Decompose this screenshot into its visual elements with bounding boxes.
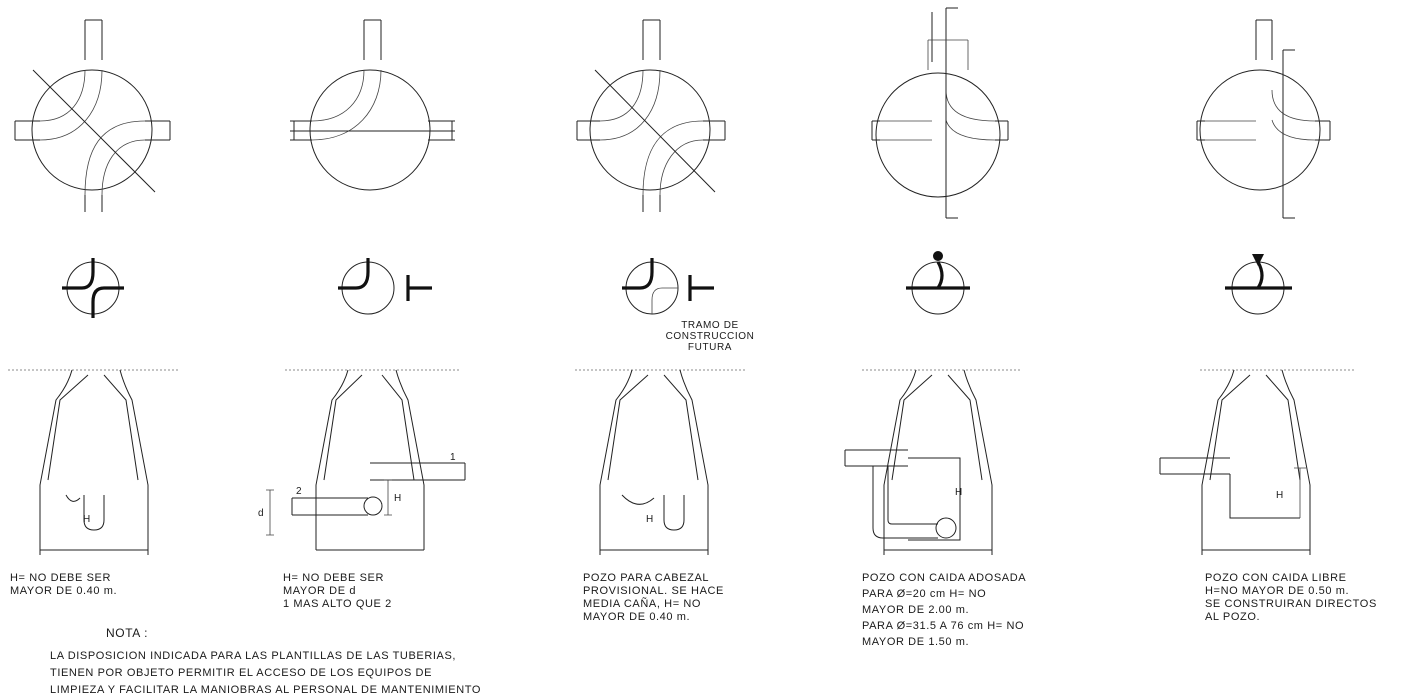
- nota-block: NOTA : LA DISPOSICION INDICADA PARA LAS …: [50, 626, 481, 696]
- nota-line-2: TIENEN POR OBJETO PERMITIR EL ACCESO DE …: [50, 667, 432, 679]
- case5-section-view: H: [1159, 369, 1355, 555]
- case1-caption-line-2: MAYOR DE 0.40 m.: [10, 585, 117, 597]
- case5-caption-line-2: H=NO MAYOR DE 0.50 m.: [1205, 585, 1349, 597]
- case5-caption-line-4: AL POZO.: [1205, 611, 1260, 623]
- tramo-line-1: TRAMO DE: [681, 320, 739, 331]
- case5-caption-line-1: POZO CON CAIDA LIBRE: [1205, 572, 1347, 584]
- case3-caption: POZO PARA CABEZAL PROVISIONAL. SE HACE M…: [583, 572, 724, 623]
- case2-caption-line-1: H= NO DEBE SER: [283, 572, 384, 584]
- case4-symbol: [906, 251, 970, 315]
- case2-mark-1: 1: [450, 452, 456, 463]
- case3-h-mark: H: [646, 514, 654, 525]
- case4-section-view: H: [844, 369, 1020, 555]
- case3-caption-line-3: MEDIA CAÑA, H= NO: [583, 597, 701, 610]
- case5-caption-line-3: SE CONSTRUIRAN DIRECTOS: [1205, 598, 1377, 610]
- case2-mark-h: H: [394, 493, 402, 504]
- case4-h-mark: H: [955, 487, 963, 498]
- case3-symbol: TRAMO DE CONSTRUCCION FUTURA: [622, 258, 754, 353]
- case5-h-mark: H: [1276, 490, 1284, 501]
- nota-title: NOTA :: [106, 626, 148, 640]
- tramo-line-3: FUTURA: [688, 342, 732, 353]
- tramo-line-2: CONSTRUCCION: [666, 331, 755, 342]
- case3-section-view: H: [575, 369, 745, 555]
- case2-caption: H= NO DEBE SER MAYOR DE d 1 MAS ALTO QUE…: [283, 572, 392, 610]
- case1-section-view: H: [8, 369, 180, 555]
- case2-mark-2: 2: [296, 486, 302, 497]
- case3-plan-view: [576, 19, 726, 212]
- nota-line-3: LIMPIEZA Y FACILITAR LA MANIOBRAS AL PER…: [50, 684, 481, 696]
- case3-caption-line-1: POZO PARA CABEZAL: [583, 572, 709, 584]
- case2-plan-view: [290, 19, 455, 191]
- case2-caption-line-2: MAYOR DE d: [283, 585, 356, 597]
- case1-caption: H= NO DEBE SER MAYOR DE 0.40 m.: [10, 572, 117, 597]
- case4-caption-line-5: MAYOR DE 1.50 m.: [862, 636, 969, 648]
- case1-symbol: [62, 258, 124, 318]
- case3-caption-line-4: MAYOR DE 0.40 m.: [583, 611, 690, 623]
- case4-caption-line-4: PARA Ø=31.5 A 76 cm H= NO: [862, 620, 1024, 632]
- case4-caption-line-2: PARA Ø=20 cm H= NO: [862, 588, 986, 600]
- case1-h-mark: H: [83, 514, 91, 525]
- case3-caption-line-2: PROVISIONAL. SE HACE: [583, 585, 724, 597]
- case2-section-view: 1 2 H d: [258, 369, 466, 551]
- case4-caption-line-1: POZO CON CAIDA ADOSADA: [862, 572, 1026, 584]
- case1-plan-view: [14, 19, 171, 212]
- nota-line-1: LA DISPOSICION INDICADA PARA LAS PLANTIL…: [50, 650, 456, 662]
- case4-caption: POZO CON CAIDA ADOSADA PARA Ø=20 cm H= N…: [862, 572, 1026, 648]
- case2-symbol: [338, 258, 432, 315]
- case5-plan-view: [1196, 19, 1331, 219]
- case1-caption-line-1: H= NO DEBE SER: [10, 572, 111, 584]
- case5-symbol: [1225, 254, 1292, 315]
- case4-caption-line-3: MAYOR DE 2.00 m.: [862, 604, 969, 616]
- case2-caption-line-3: 1 MAS ALTO QUE 2: [283, 598, 392, 610]
- case2-mark-d: d: [258, 508, 264, 519]
- case5-caption: POZO CON CAIDA LIBRE H=NO MAYOR DE 0.50 …: [1205, 572, 1377, 623]
- case4-plan-view: [871, 7, 1009, 219]
